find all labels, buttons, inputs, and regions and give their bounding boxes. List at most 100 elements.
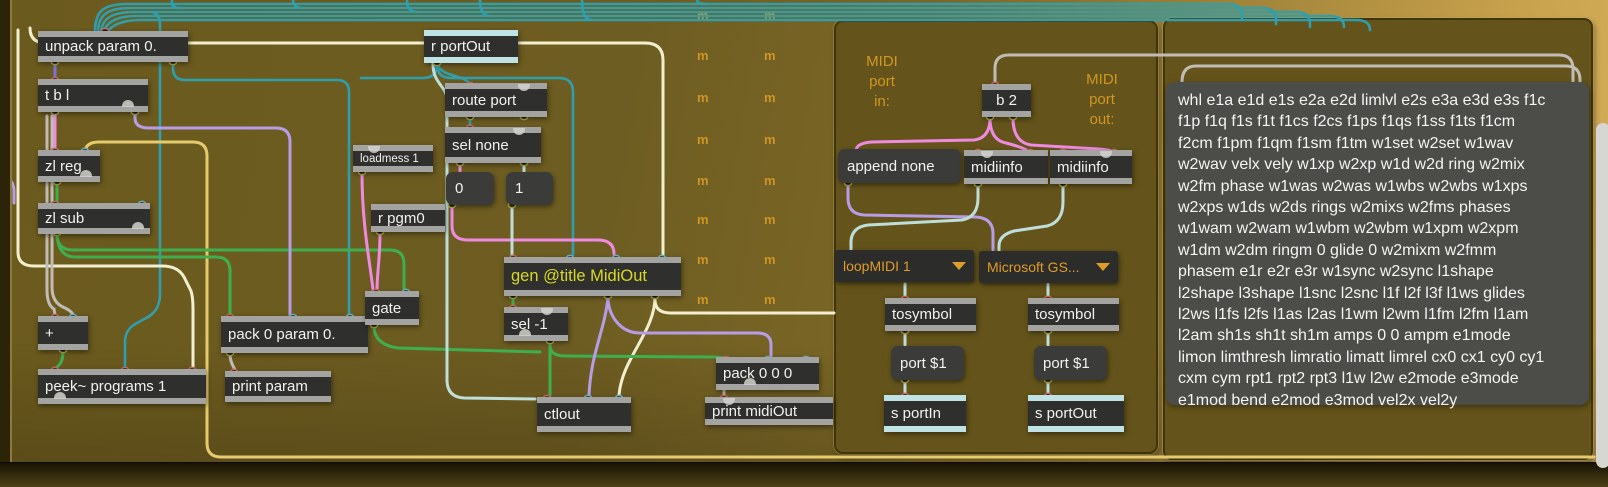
object-unpack-param[interactable]: unpack param 0. [38,31,188,62]
object-text: + [45,324,54,342]
object-midiinfo-in[interactable]: midiinfo [964,150,1048,184]
m-comment: m [764,212,776,227]
selected-port-label: loopMIDI 1 [843,258,911,274]
outlet-bar [716,384,819,390]
m-comment: m [764,252,776,267]
object-sel-none[interactable]: sel none [445,127,541,163]
comment-line: w1dm w2dm ringm 0 glide 0 w2mixm w2fmm [1178,241,1497,259]
object-gate[interactable]: gate [365,291,419,325]
object-send-portin[interactable]: s portIn [884,395,966,432]
object-pack-000[interactable]: pack 0 0 0 [716,357,819,390]
object-receive-pgm0[interactable]: r pgm0 [371,204,445,232]
window-bottom-bar [0,462,1608,487]
object-midiinfo-out[interactable]: midiinfo [1050,150,1132,184]
object-text: midiinfo [1057,158,1109,176]
object-sel-neg1[interactable]: sel -1 [504,307,568,341]
outlet-bar [504,335,568,341]
object-text: print midiOut [712,403,798,419]
object-pack-param[interactable]: pack 0 param 0. [221,316,368,353]
bar-arc [80,170,92,177]
outlet-bar [884,426,966,432]
comment-line: in: [874,93,890,110]
bar-arc [519,329,531,336]
bar-arc [744,378,756,385]
object-text: pack 0 param 0. [228,326,336,343]
message-port-out[interactable]: port $1 [1034,346,1107,380]
object-bangbang-2[interactable]: b 2 [982,84,1031,117]
object-plus[interactable]: + [38,316,88,350]
comment-line: w2wav velx vely w1xp w2xp w1d w2d ring w… [1178,156,1525,174]
object-text: s portOut [1035,405,1097,422]
comment-line: f1p f1q f1s f1t f1cs f2cs f1ps f1qs f1ss… [1178,113,1516,131]
midi-in-port-menu[interactable]: loopMIDI 1 [835,250,974,282]
object-loadmess[interactable]: loadmess 1 [353,145,433,172]
object-text: r portOut [431,38,491,55]
object-text: b 2 [996,92,1017,109]
comment-line: whl e1a e1d e1s e2a e2d limlvl e2s e3a e… [1178,92,1546,109]
m-comment: m [764,292,776,307]
vertical-scrollbar[interactable] [1596,123,1608,468]
comment-line: w1wam w2wam w1wbm w2wbm w1xpm w2xpm [1178,220,1519,238]
outlet-bar [964,178,1048,184]
object-text: loadmess 1 [360,152,419,165]
object-trigger-bl[interactable]: t b l [38,79,148,112]
object-text: sel none [452,136,509,154]
outlet-bar [705,419,833,425]
midi-out-port-menu[interactable]: Microsoft GS... [979,251,1118,283]
outlet-bar [537,426,631,432]
object-zl-reg[interactable]: zl reg [38,150,100,182]
comment-line: l2ws l1fs l2fs l1as l2as l1wm l2wm l1fm … [1178,306,1529,324]
outlet-bar [1028,426,1124,432]
m-comment: m [697,252,709,267]
comment-line: e1mod bend e2mod e3mod vel2x vel2y [1178,391,1458,409]
m-comment: m [764,48,776,63]
object-text: pack 0 0 0 [723,365,793,382]
comment-midi-port-in: MIDI port in: [852,52,912,112]
outlet-bar [424,57,518,63]
comment-line: l2am sh1s sh1t sh1m amps 0 0 ampm e1mode [1178,327,1511,345]
outlet-bar [221,347,368,353]
object-zl-sub[interactable]: zl sub [38,203,150,234]
comment-line: phasem e1r e2r e3r w1sync w2sync l1shape [1178,263,1494,281]
message-1[interactable]: 1 [506,172,553,205]
m-comment: m [764,8,776,23]
inlet-bar [982,84,1031,90]
object-receive-portout[interactable]: r portOut [424,30,518,63]
bar-arc [132,222,144,229]
m-comment: m [697,212,709,227]
object-send-portout[interactable]: s portOut [1028,395,1124,432]
object-route-port[interactable]: route port [445,83,547,117]
object-text: gate [372,299,402,317]
object-text: unpack param 0. [45,38,157,55]
message-append-none[interactable]: append none [838,149,961,183]
comment-line: out: [1089,111,1115,128]
selected-port-label: Microsoft GS... [987,259,1080,275]
object-text: print param [232,378,308,395]
comment-line: cxm cym rpt1 rpt2 rpt3 l1w l2w e2mode e3… [1178,370,1519,388]
object-gen-midiout[interactable]: gen @title MidiOut [504,257,681,296]
outlet-bar [225,396,331,402]
object-tosymbol-out[interactable]: tosymbol [1028,298,1119,331]
m-comment: m [764,132,776,147]
outlet-bar [353,166,433,172]
object-text: s portIn [891,405,942,422]
comment-line: MIDI [866,53,898,70]
outlet-bar [1028,325,1119,331]
comment-midi-port-out: MIDI port out: [1072,70,1132,130]
outlet-bar [445,111,547,117]
m-comment: m [697,173,709,188]
object-tosymbol-in[interactable]: tosymbol [885,298,976,331]
m-comment: m [764,90,776,105]
outlet-bar [38,344,88,350]
m-comment: m [697,48,709,63]
object-ctlout[interactable]: ctlout [537,397,631,432]
object-print-param[interactable]: print param [225,371,331,402]
comment-line: port [1089,91,1115,108]
message-0[interactable]: 0 [446,172,494,205]
m-comment: m [697,8,709,23]
comment-line: port [869,73,895,90]
message-port-in[interactable]: port $1 [891,346,964,380]
comment-line: w2fm phase w1was w2was w1wbs w2wbs w1xps [1178,177,1528,195]
comment-line: limon limthresh limratio limatt limrel c… [1178,348,1545,366]
